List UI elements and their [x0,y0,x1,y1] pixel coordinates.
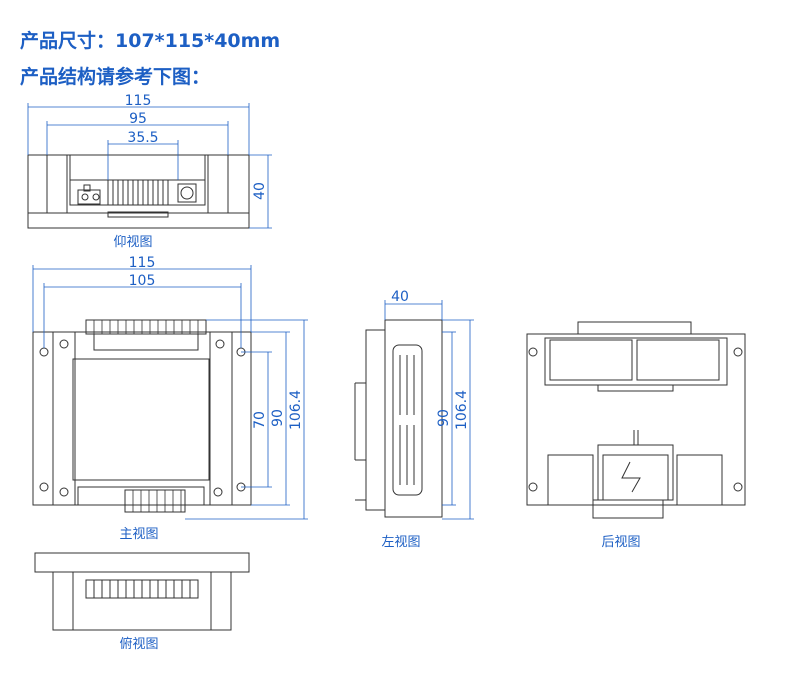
bottom-view-drawing [27,154,250,229]
dim-left-height-106-4: 106.4 [454,390,470,430]
dim-left-width-40: 40 [391,289,409,305]
caption-main-view: 主视图 [119,527,158,542]
left-view-drawing [354,319,443,518]
main-view-drawing [32,319,252,513]
product-size-heading: 产品尺寸：107*115*40mm [20,30,281,52]
main-view-top-terminals [93,320,199,334]
caption-left-view: 左视图 [381,535,420,550]
dim-bottom-width-35-5: 35.5 [127,130,158,146]
caption-top-view: 俯视图 [119,636,158,652]
caption-bottom-view: 仰视图 [113,235,152,250]
caption-rear-view: 后视图 [601,535,640,550]
dim-left-height-90: 90 [436,409,452,427]
dim-main-height-106-4: 106.4 [288,390,304,430]
rear-view-drawing [526,321,746,519]
top-view-drawing [34,552,250,631]
dim-bottom-height-40: 40 [252,182,268,200]
dim-main-height-70: 70 [252,411,268,429]
dim-bottom-width-115: 115 [125,93,152,109]
dim-main-height-90: 90 [270,409,286,427]
dim-main-width-115: 115 [129,255,156,271]
dim-bottom-width-95: 95 [129,111,147,127]
dim-main-width-105: 105 [129,273,156,289]
product-structure-heading: 产品结构请参考下图： [20,66,211,88]
main-view-bottom-terminals [132,490,182,512]
